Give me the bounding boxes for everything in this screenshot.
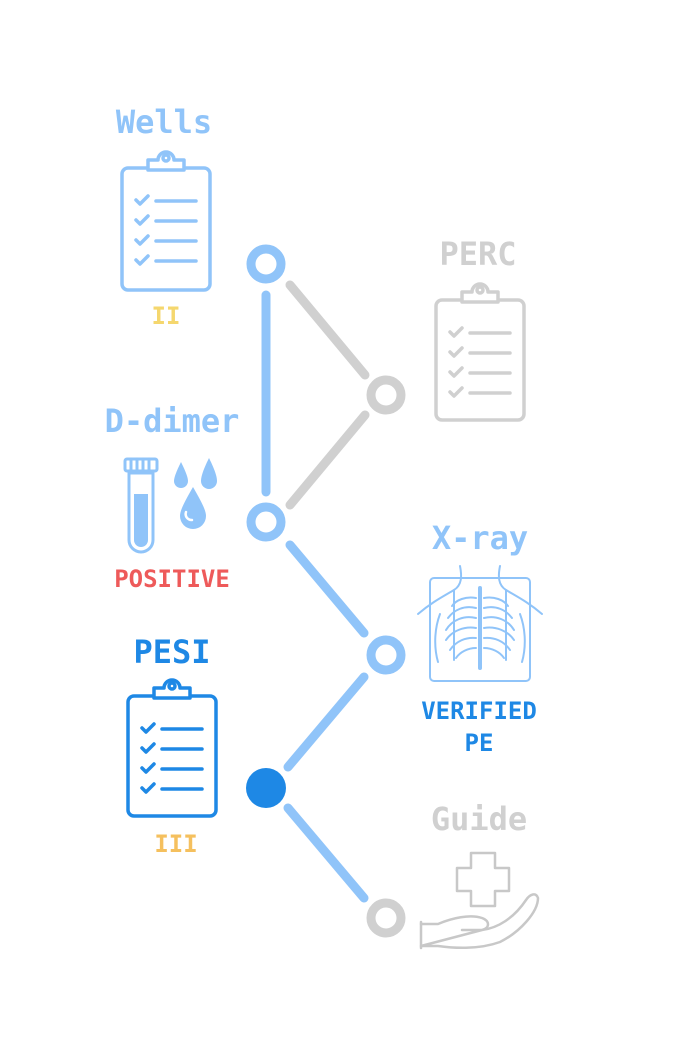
medical-cross-icon — [455, 851, 511, 908]
connector-ddimer-xray — [285, 540, 369, 638]
node-ddimer[interactable] — [246, 502, 286, 542]
perc-title[interactable]: PERC — [439, 235, 516, 273]
clipboard-icon — [120, 150, 212, 292]
connector-perc-ddimer — [285, 410, 370, 510]
node-wells[interactable] — [246, 244, 286, 284]
xray-title[interactable]: X-ray — [432, 519, 528, 557]
clipboard-icon — [126, 678, 218, 818]
chest-xray-icon — [417, 565, 543, 682]
connectors — [261, 280, 370, 903]
node-perc[interactable] — [366, 375, 406, 415]
hand-icon — [419, 893, 540, 949]
pesi-title[interactable]: PESI — [133, 633, 210, 671]
test-tube-icon — [123, 457, 159, 554]
wells-title[interactable]: Wells — [116, 103, 212, 141]
connector-pesi-guide — [283, 803, 369, 903]
ddimer-result: POSITIVE — [114, 565, 230, 593]
hand-cross-icon — [419, 851, 540, 950]
xray-result-line1: VERIFIED — [421, 697, 537, 725]
xray-result-line2: PE — [465, 729, 494, 757]
drops-icon — [174, 458, 217, 529]
ddimer-title[interactable]: D-dimer — [105, 402, 240, 440]
wells-score: II — [152, 302, 181, 330]
pesi-class: III — [154, 830, 197, 858]
connector-xray-pesi — [283, 672, 369, 772]
test-tube-drops-icon — [123, 457, 217, 554]
guide-title[interactable]: Guide — [431, 800, 527, 838]
connector-wells-perc — [285, 280, 370, 380]
node-guide[interactable] — [366, 898, 406, 938]
node-pesi-current[interactable] — [246, 768, 286, 808]
node-xray[interactable] — [366, 635, 406, 675]
clipboard-icon — [434, 282, 526, 422]
